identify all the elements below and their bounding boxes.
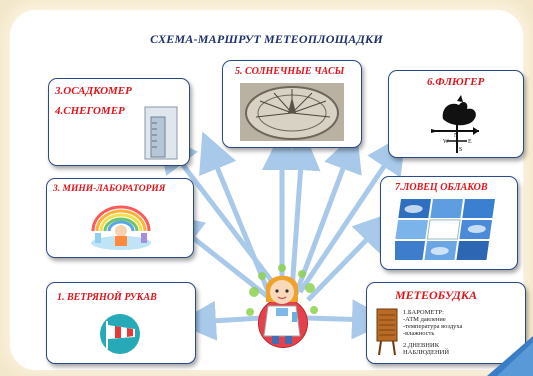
arrow-up-left [199, 131, 273, 297]
station-sundial: 5. СОЛНЕЧНЫЕ ЧАСЫ [222, 60, 362, 148]
station-clouds: 7.ЛОВЕЦ ОБЛАКОВ [380, 176, 518, 270]
meteobooth-line-7: НАБЛЮДЕНИЙ [403, 349, 450, 356]
station-windsock: 1. ВЕТРЯНОЙ РУКАВ [46, 282, 196, 364]
minilab-label: 3. МИНИ-ЛАБОРАТОРИЯ [53, 184, 166, 194]
weather-vane-icon: N W E S [431, 95, 479, 153]
meteobooth-line-2: -АТМ давление [403, 316, 446, 323]
station-meteobooth: МЕТЕОБУДКА 1.БАРОМЕТР: -АТМ давление -те… [366, 282, 526, 364]
windsock-label: 1. ВЕТРЯНОЙ РУКАВ [57, 292, 157, 303]
station-osadkomer: 3.ОСАДКОМЕР 4.СНЕГОМЕР [48, 78, 190, 166]
arrow-up-right [293, 131, 362, 295]
arrow-to-vane [297, 133, 407, 294]
sundial-label: 5. СОЛНЕЧНЫЕ ЧАСЫ [235, 66, 345, 77]
child-scientist-icon [246, 264, 318, 344]
vane-letter-n: N [454, 133, 459, 139]
vane-label: 6.ФЛЮГЕР [427, 76, 485, 88]
diagram-title: СХЕМА-МАРШРУТ МЕТЕОПЛОЩАДКИ [150, 32, 383, 46]
cloud-photos-icon [395, 199, 495, 260]
windsock-icon [100, 314, 140, 354]
minilab-icon [91, 205, 151, 250]
page-corner-decoration [487, 336, 533, 376]
meteobooth-label: МЕТЕОБУДКА [395, 288, 478, 302]
sundial-icon [240, 83, 344, 141]
vane-letter-w: W [443, 139, 449, 145]
measuring-cylinder-icon [144, 106, 178, 160]
weather-booth-icon [376, 308, 398, 356]
arrow-to-meteobooth [305, 299, 392, 340]
vane-letter-s: S [459, 147, 462, 153]
meteobooth-line-4: -влажность [403, 330, 435, 337]
meteobooth-line-6: 2.ДНЕВНИК [403, 342, 440, 349]
meteobooth-line-1: 1.БАРОМЕТР: [403, 309, 444, 316]
station-minilab: 3. МИНИ-ЛАБОРАТОРИЯ [46, 178, 194, 258]
arrow-to-sundial-2 [280, 130, 321, 291]
clouds-label: 7.ЛОВЕЦ ОБЛАКОВ [395, 182, 488, 193]
vane-letter-e: E [468, 139, 472, 145]
station-vane: 6.ФЛЮГЕР N W E S [388, 70, 524, 158]
meteobooth-line-3: -температура воздуха [403, 323, 463, 330]
osadkomer-label: 3.ОСАДКОМЕР [55, 85, 132, 97]
arrow-to-osadkomer [157, 132, 282, 294]
arrow-to-windsock [176, 300, 263, 341]
snegomer-label: 4.СНЕГОМЕР [55, 105, 125, 117]
arrow-to-clouds [306, 211, 394, 302]
